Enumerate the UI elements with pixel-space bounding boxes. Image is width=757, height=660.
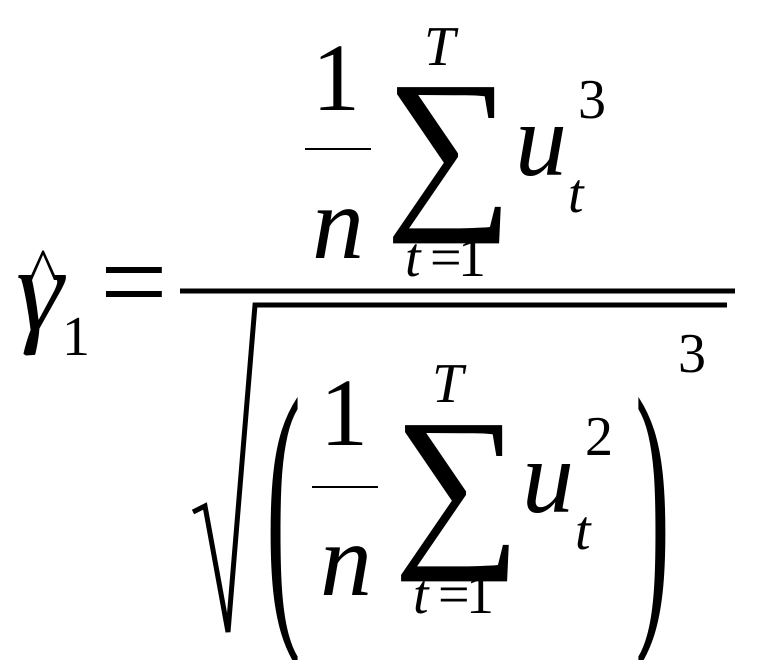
gamma-hat-accent: ^ xyxy=(28,235,58,306)
left-paren: ( xyxy=(266,338,301,660)
numerator-u-exponent: 3 xyxy=(578,69,606,131)
gamma-symbol: γ xyxy=(16,223,66,356)
denominator-sigma: ∑ xyxy=(393,383,521,582)
numerator-one: 1 xyxy=(312,24,360,131)
denominator-n: n xyxy=(320,503,372,618)
denominator-one: 1 xyxy=(320,359,368,466)
equals-sign: = xyxy=(100,215,168,348)
numerator-sum-lower-val: 1 xyxy=(458,227,486,289)
numerator-sigma: ∑ xyxy=(385,45,513,244)
denominator-sum-lower-eq: = xyxy=(438,564,470,626)
gamma-subscript: 1 xyxy=(62,306,90,368)
denominator-u: u xyxy=(522,420,574,535)
right-paren: ) xyxy=(635,338,670,660)
numerator-u: u xyxy=(515,83,567,198)
numerator-sum-lower-eq: = xyxy=(430,227,462,289)
denominator-sum-upper-limit: T xyxy=(432,353,467,415)
numerator-n: n xyxy=(312,166,364,281)
numerator-sum-upper-limit: T xyxy=(424,16,459,78)
denominator-u-exponent: 2 xyxy=(585,406,613,468)
denominator-sum-lower-val: 1 xyxy=(466,564,494,626)
numerator-sum-lower-var: t xyxy=(405,227,422,289)
denominator-outer-exponent: 3 xyxy=(678,323,706,385)
denominator-sum-lower-var: t xyxy=(413,564,430,626)
numerator-u-subscript: t xyxy=(568,163,585,225)
square-root-radical xyxy=(191,302,727,633)
denominator-u-subscript: t xyxy=(575,500,592,562)
